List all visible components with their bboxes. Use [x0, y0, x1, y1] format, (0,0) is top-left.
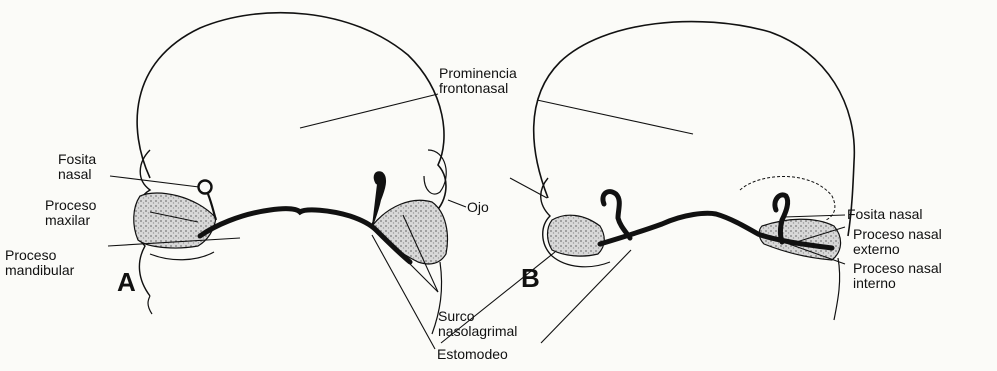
nasal-pit-b-left	[603, 192, 630, 238]
label-ojo: Ojo	[467, 200, 489, 215]
panel-letter-b: B	[521, 263, 540, 294]
label-mandibular-line2: mandibular	[5, 263, 74, 278]
label-mandibular-line1: Proceso	[5, 248, 74, 263]
label-externo-line1: Proceso nasal	[853, 227, 942, 242]
label-proceso-maxilar: Proceso maxilar	[45, 198, 96, 228]
label-surco-line1: Surco	[438, 309, 517, 324]
label-proceso-nasal-externo: Proceso nasal externo	[853, 227, 942, 257]
label-prominencia-line2: frontonasal	[439, 81, 517, 96]
label-interno-line1: Proceso nasal	[853, 261, 942, 276]
label-prominencia-frontonasal: Prominencia frontonasal	[439, 66, 517, 96]
label-fosita-nasal-a: Fosita nasal	[58, 152, 96, 182]
panel-letter-a: A	[117, 267, 136, 298]
label-surco-line2: nasolagrimal	[438, 324, 517, 339]
label-fosita-a-line1: Fosita	[58, 152, 96, 167]
stomodeum-a	[200, 209, 410, 262]
label-proceso-mandibular: Proceso mandibular	[5, 248, 74, 278]
label-estomodeo: Estomodeo	[437, 347, 508, 362]
label-fosita-a-line2: nasal	[58, 167, 96, 182]
label-maxilar-line1: Proceso	[45, 198, 96, 213]
label-interno-line2: interno	[853, 276, 942, 291]
mandible-b-edge	[552, 256, 610, 267]
label-fosita-nasal-b: Fosita nasal	[847, 207, 922, 222]
nasal-pit-a-left	[199, 181, 212, 194]
maxillary-process-b-left	[548, 215, 605, 256]
label-surco-nasolagrimal: Surco nasolagrimal	[438, 309, 517, 339]
label-proceso-nasal-interno: Proceso nasal interno	[853, 261, 942, 291]
mandible-a-edge	[150, 252, 214, 260]
label-externo-line2: externo	[853, 242, 942, 257]
panel-b-drawing	[534, 22, 855, 320]
head-b-outline	[534, 22, 855, 236]
label-prominencia-line1: Prominencia	[439, 66, 517, 81]
label-maxilar-line2: maxilar	[45, 213, 96, 228]
